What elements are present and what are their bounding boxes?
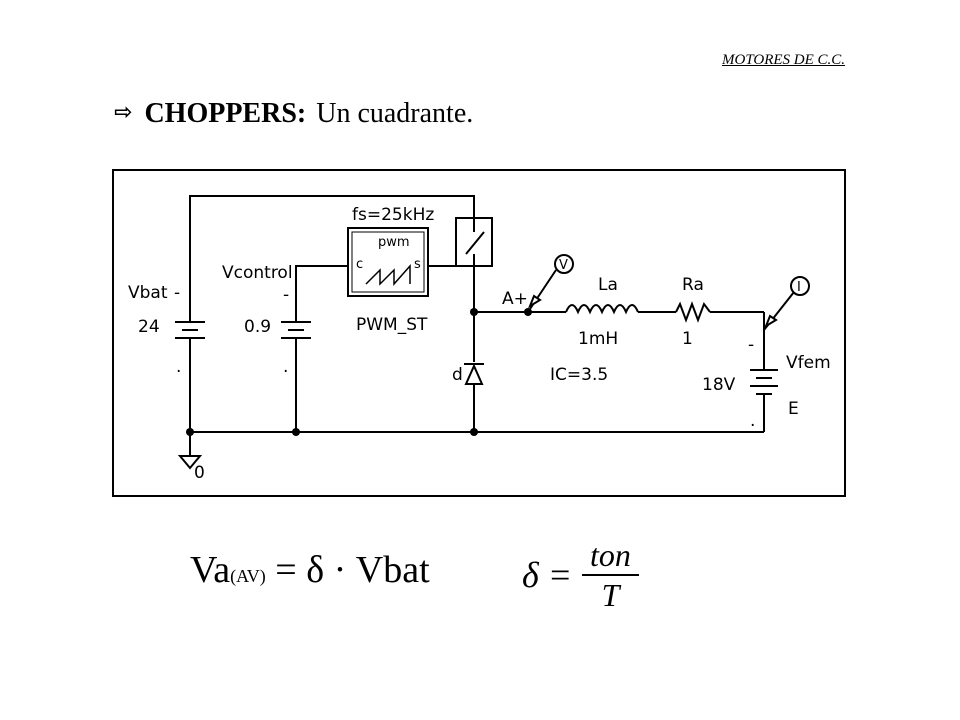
inductor-value: 1mH [578,329,618,349]
diode-name: d [452,365,463,385]
vcontrol-minus: - [283,285,289,305]
formula-duty-cycle: δ = ton T [522,536,639,614]
resistor-name: Ra [682,275,704,295]
fraction: ton T [582,536,639,614]
vcontrol-dot: . [283,357,288,377]
pwm-c: c [356,257,363,272]
schematic-frame [112,169,846,497]
vbat-name: Vbat [128,283,168,303]
ground-symbol [177,455,203,470]
pwm-freq: fs=25kHz [352,205,434,225]
formula-delta: δ = [522,555,573,595]
pwm-name: PWM_ST [356,315,428,335]
arrow-right-icon: ⇨ [114,100,133,125]
probe-v-label: V [559,258,568,273]
title-bold: CHOPPERS: [144,98,307,129]
page-title: ⇨ CHOPPERS: Un cuadrante. [114,98,473,130]
fraction-numerator: ton [582,536,639,576]
source-e: E [788,399,799,419]
source-minus: - [748,335,754,355]
inductor-symbol [565,304,639,315]
vcontrol-value: 0.9 [244,317,271,337]
vbat-value: 24 [138,317,160,337]
header-link[interactable]: MOTORES DE C.C. [722,52,846,68]
vbat-minus: - [174,283,180,303]
pwm-s: s [414,257,421,272]
inductor-name: La [598,275,618,295]
source-name: Vfem [786,353,831,373]
node-a: A+ [502,289,528,309]
wire-control [295,265,348,300]
inductor-ic: IC=3.5 [550,365,608,385]
ground-label: 0 [194,463,205,483]
pwm-block [347,227,429,297]
current-probe-icon [790,276,810,296]
formula-rhs: = δ · Vbat [275,549,430,591]
source-dot: . [750,411,755,431]
pwm-label: pwm [378,235,410,250]
formula-average-voltage: Va(AV) = δ · Vbat [190,548,430,592]
source-value: 18V [702,375,736,395]
formula-va: Va [190,549,231,591]
vbat-dot: . [176,357,181,377]
formula-sub: (AV) [230,566,266,586]
vcontrol-name: Vcontrol [222,263,293,283]
probe-i-label: I [797,280,801,295]
voltage-probe-icon [554,254,574,274]
resistor-symbol [675,301,711,323]
resistor-value: 1 [682,329,693,349]
fraction-denominator: T [601,577,620,613]
title-rest: Un cuadrante. [316,98,474,129]
wire-top [189,195,475,300]
